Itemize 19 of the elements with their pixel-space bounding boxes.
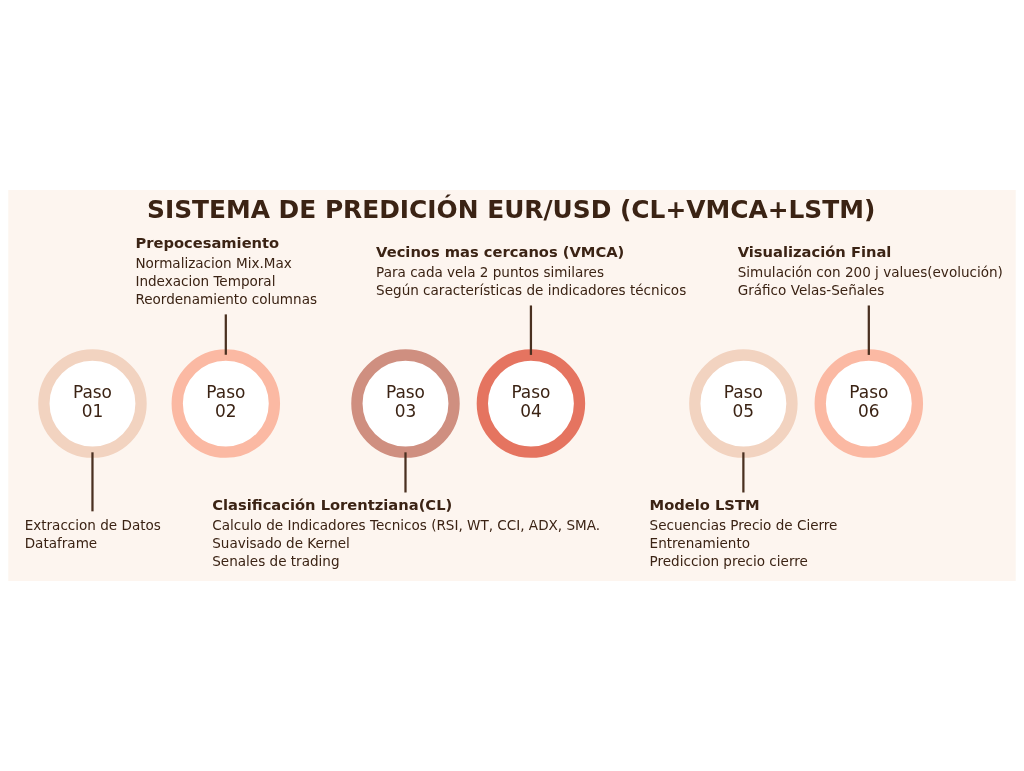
node-text: Modelo LSTM Secuencias Precio de Cierre Entrenamiento Prediccion precio cierre	[649, 496, 838, 569]
node-text: Clasificación Lorentziana(CL) Calculo de Indicadores Tecnicos (RSI, WT, CCI, ADX, SMA. Suavisado de Kernel Senales de trading	[212, 496, 601, 569]
node-circle: Paso 02	[171, 349, 281, 458]
node-text: Extraccion de Datos Dataframe	[24, 516, 161, 551]
diagram-title: SISTEMA DE PREDICIÓN EUR/USD (CL+VMCA+LSTM)	[146, 194, 876, 224]
connector	[742, 452, 745, 493]
connector	[404, 452, 407, 493]
node-circle: Paso 06	[814, 349, 924, 458]
node-circle: Paso 03	[351, 349, 460, 458]
connector	[224, 314, 227, 355]
connector	[529, 305, 533, 355]
node-circle: Paso 01	[38, 349, 147, 458]
node-text: Prepocesamiento Normalizacion Mix.Max Indexacion Temporal Reordenamiento columnas	[135, 234, 317, 307]
node-circle: Paso 04	[476, 349, 586, 458]
connector	[91, 452, 94, 512]
node-text: Visualización Final Simulación con 200 j values(evolución) Gráfico Velas-Señales	[737, 243, 1003, 298]
connector	[867, 305, 870, 355]
node-text: Vecinos mas cercanos (VMCA) Para cada vela 2 puntos similares Según características de indicadores técnicos	[376, 243, 687, 298]
node-circle: Paso 05	[689, 349, 798, 458]
